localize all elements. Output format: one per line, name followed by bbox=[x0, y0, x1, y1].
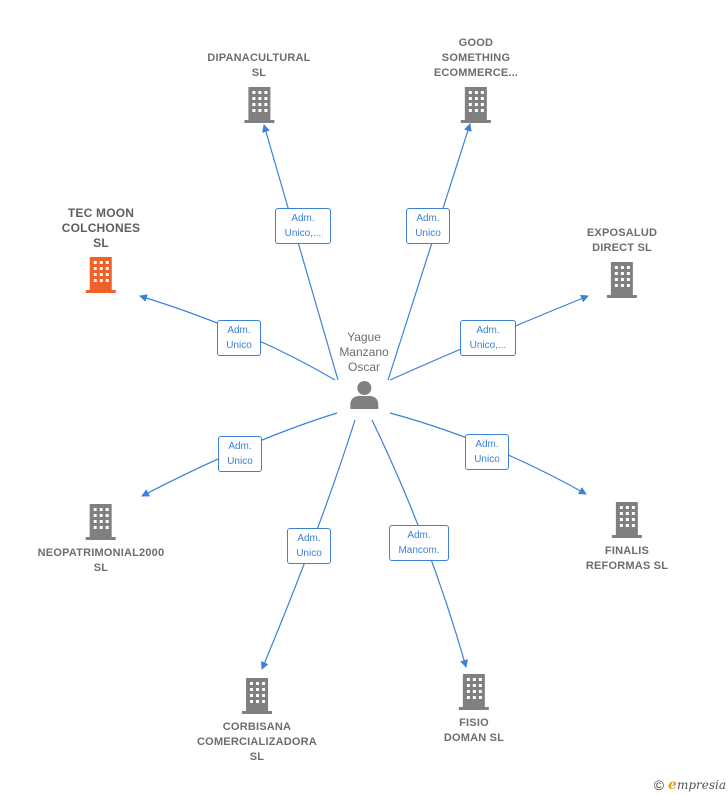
role-box-tec-moon[interactable]: Adm. Unico bbox=[217, 320, 261, 356]
role-box-corbisana[interactable]: Adm. Unico bbox=[287, 528, 331, 564]
building-icon bbox=[85, 504, 116, 540]
company-name: FINALIS REFORMAS SL bbox=[585, 545, 669, 572]
company-finalis[interactable]: FINALIS REFORMAS SL bbox=[586, 502, 668, 574]
person-node[interactable]: Yague Manzano Oscar bbox=[339, 330, 389, 411]
role-box-finalis[interactable]: Adm. Unico bbox=[465, 434, 509, 470]
company-good-something[interactable]: GOOD SOMETHING ECOMMERCE... bbox=[434, 36, 518, 123]
company-name: DIPANACULTURAL SL bbox=[207, 52, 311, 79]
role-box-exposalud[interactable]: Adm. Unico,... bbox=[460, 320, 516, 356]
footer-brand: © empresia bbox=[654, 777, 726, 793]
company-name: NEOPATRIMONIAL2000 SL bbox=[37, 547, 165, 574]
building-icon bbox=[241, 678, 272, 714]
copyright-icon: © bbox=[653, 777, 665, 793]
building-icon bbox=[460, 87, 491, 123]
company-neopatrimonial[interactable]: NEOPATRIMONIAL2000 SL bbox=[38, 504, 165, 576]
company-corbisana[interactable]: CORBISANA COMERCIALIZADORA SL bbox=[197, 678, 317, 765]
person-icon bbox=[350, 381, 378, 409]
company-name: GOOD SOMETHING ECOMMERCE... bbox=[433, 37, 519, 79]
brand-logo: empresia bbox=[668, 777, 726, 793]
company-exposalud[interactable]: EXPOSALUD DIRECT SL bbox=[587, 226, 657, 298]
company-name: FISIO DOMAN SL bbox=[443, 717, 505, 744]
building-icon bbox=[458, 674, 489, 710]
company-name: CORBISANA COMERCIALIZADORA SL bbox=[197, 721, 317, 763]
building-icon bbox=[606, 262, 637, 298]
edge-dipanacultural bbox=[262, 124, 339, 381]
company-dipanacultural[interactable]: DIPANACULTURAL SL bbox=[207, 51, 310, 123]
person-name: Yague Manzano Oscar bbox=[339, 330, 389, 374]
company-tec-moon[interactable]: TEC MOON COLCHONES SL bbox=[62, 206, 140, 293]
role-box-neopatrimonial[interactable]: Adm. Unico bbox=[218, 436, 262, 472]
edge-good-something bbox=[387, 123, 472, 381]
company-fisio-doman[interactable]: FISIO DOMAN SL bbox=[444, 674, 504, 746]
company-name: EXPOSALUD DIRECT SL bbox=[586, 227, 658, 254]
company-name: TEC MOON COLCHONES SL bbox=[61, 206, 141, 250]
building-icon bbox=[611, 502, 642, 538]
building-icon bbox=[85, 257, 116, 293]
role-box-fisio-doman[interactable]: Adm. Mancom. bbox=[389, 525, 449, 561]
building-icon bbox=[244, 87, 274, 123]
role-box-good-something[interactable]: Adm. Unico bbox=[406, 208, 450, 244]
role-box-dipanacultural[interactable]: Adm. Unico,... bbox=[275, 208, 331, 244]
